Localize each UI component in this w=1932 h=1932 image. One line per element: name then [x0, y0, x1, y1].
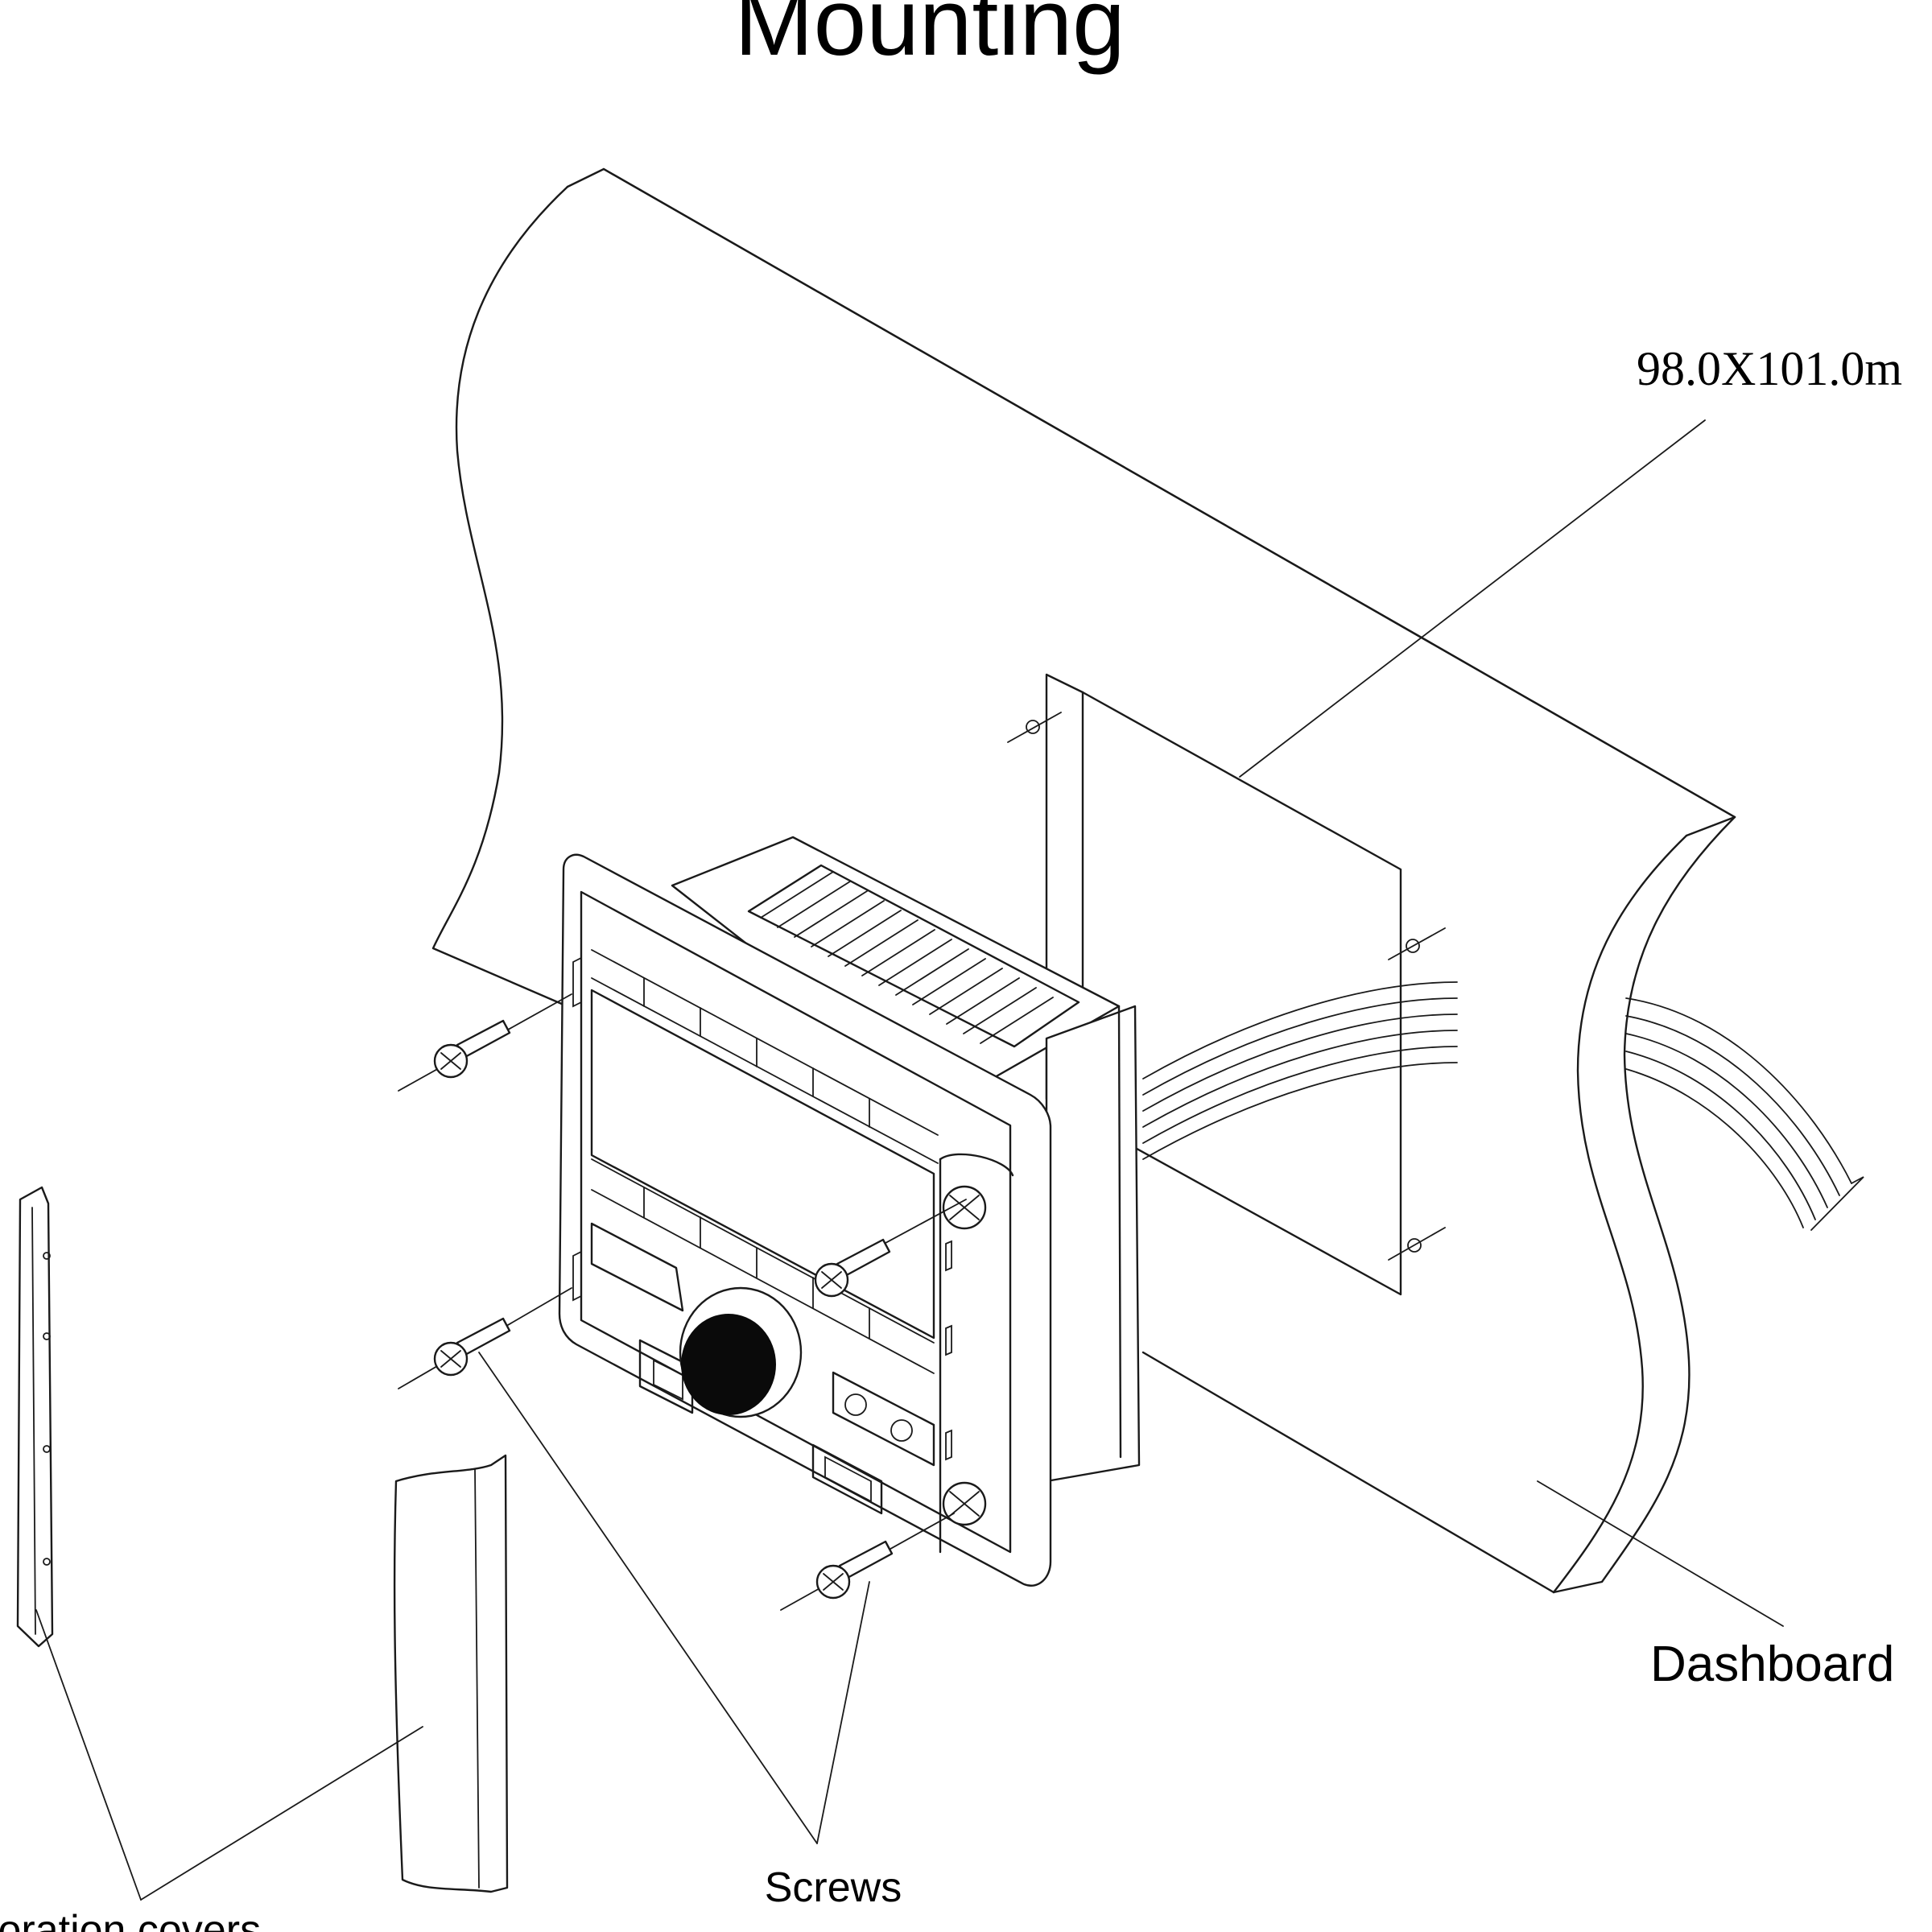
aux-jack-2[interactable] [890, 1419, 913, 1442]
dashboard-label: Dashboard [1650, 1637, 1894, 1692]
display-window [590, 989, 935, 1340]
screw-mid-left [398, 1287, 572, 1389]
screws-group [398, 993, 967, 1611]
aux-jack-1[interactable] [844, 1393, 867, 1416]
radio-unit [558, 836, 1141, 1587]
middle-button-row [591, 1158, 935, 1374]
heatsink-fins [747, 864, 1080, 1048]
decoration-cover-left [16, 1186, 54, 1648]
decoration-covers [16, 1186, 509, 1893]
page-title: Mounting [734, 0, 1125, 76]
decoration-covers-label: Decoration covers [0, 1907, 261, 1932]
usb-slot [638, 1339, 694, 1414]
screw-center [814, 1199, 967, 1298]
top-button-row [591, 949, 939, 1164]
decoration-cover-right [393, 1454, 509, 1893]
screw-lower [780, 1513, 955, 1611]
leader-lines [35, 419, 1784, 1901]
dashboard-panel [431, 167, 1736, 1594]
screw-upper-left [398, 993, 572, 1092]
cutout-dimension-label: 98.0X101.0m [1637, 342, 1902, 395]
radio-bezel [558, 853, 1052, 1587]
wire-harness [1142, 981, 1864, 1231]
card-slot [811, 1443, 883, 1515]
screws-label: Screws [765, 1864, 902, 1911]
